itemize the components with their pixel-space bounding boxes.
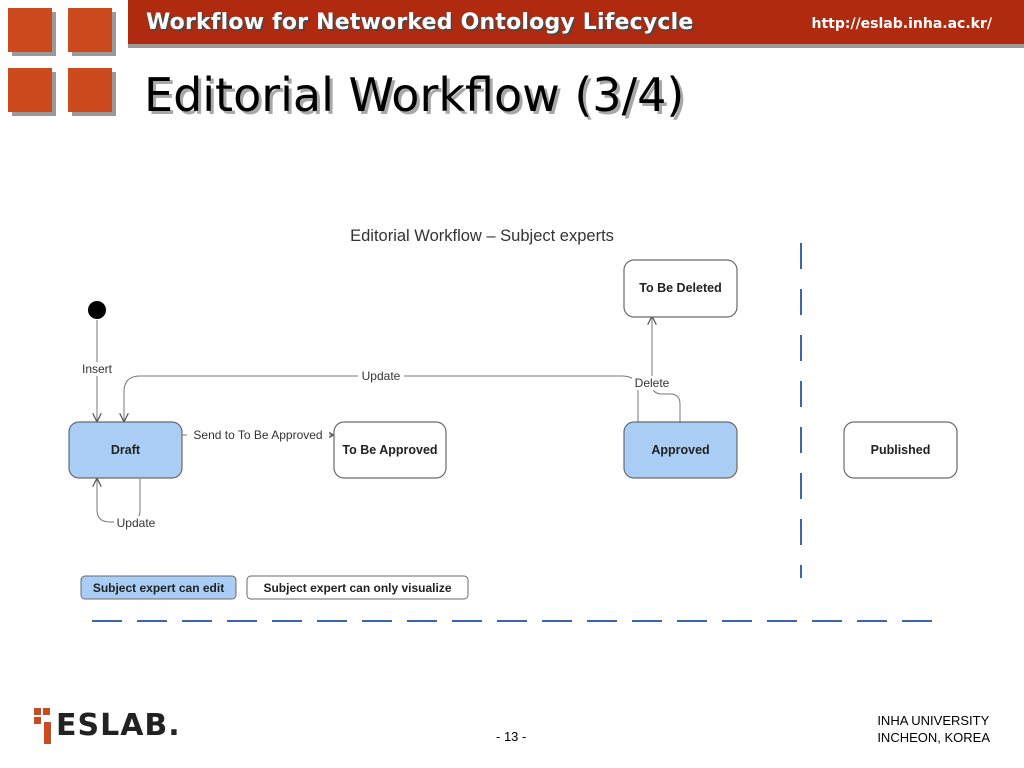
state-to-be-approved: [333, 421, 447, 479]
state-draft-label: Draft: [111, 443, 141, 457]
university-location: INCHEON, KOREA: [877, 730, 990, 745]
header-title: Workflow for Networked Ontology Lifecycl…: [146, 10, 694, 35]
initial-node: [88, 301, 106, 319]
logo-mark-square: [34, 708, 41, 715]
delete-arrow: [652, 317, 681, 422]
insert-label: Insert: [82, 362, 113, 376]
state-draft: [68, 421, 183, 479]
state-approved-label: Approved: [651, 443, 709, 457]
state-to-be-deleted: [623, 259, 738, 318]
delete-label: Delete: [635, 376, 670, 390]
university-name: INHA UNIVERSITY: [877, 713, 990, 728]
university-info: INHA UNIVERSITY INCHEON, KOREA: [877, 712, 990, 746]
decor-square: [68, 68, 112, 112]
legend-can-visualize: [246, 575, 469, 600]
logo-mark-square: [34, 717, 41, 724]
logo-text: ESLAB.: [56, 708, 181, 743]
state-to-be-deleted-label: To Be Deleted: [639, 281, 721, 295]
decor-square: [68, 8, 112, 52]
slide-title: Editorial Workflow (3/4): [144, 68, 685, 122]
update-self-label: Update: [117, 516, 156, 530]
logo-mark-bar: [44, 722, 51, 744]
send-label: Send to To Be Approved: [193, 428, 322, 442]
eslab-logo: ESLAB.: [32, 706, 192, 748]
legend-can-edit: [80, 575, 237, 600]
decor-square: [8, 68, 52, 112]
state-published-label: Published: [871, 443, 931, 457]
diagram-title: Editorial Workflow – Subject experts: [350, 227, 614, 245]
decor-square: [8, 8, 52, 52]
legend-can-visualize-label: Subject expert can only visualize: [263, 581, 451, 595]
header-url: http://eslab.inha.ac.kr/: [811, 16, 992, 32]
state-to-be-approved-label: To Be Approved: [342, 443, 437, 457]
state-approved: [623, 421, 738, 479]
legend-can-edit-label: Subject expert can edit: [93, 581, 224, 595]
update-top-label: Update: [362, 369, 401, 383]
header-bar: [128, 0, 1024, 48]
page-number: - 13 -: [496, 729, 527, 744]
logo-mark-square: [43, 708, 50, 715]
state-published: [843, 421, 958, 479]
